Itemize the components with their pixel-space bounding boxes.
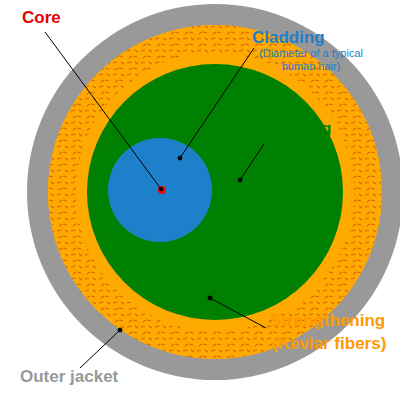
part-label: Strengthening: [270, 311, 385, 331]
strengthening-ring: [48, 25, 382, 359]
leader-line: [180, 48, 254, 158]
leader-dot: [238, 178, 242, 182]
coating: [87, 64, 343, 320]
leader-dot: [118, 328, 122, 332]
part-label: Core: [22, 8, 61, 28]
kevlar-fibers: [48, 25, 382, 359]
strengthening-inner: [76, 53, 354, 331]
leader-dot: [159, 187, 163, 191]
part-note: (Kevlar fibers): [272, 334, 386, 354]
leader-line: [45, 32, 161, 189]
leader-dot: [178, 156, 182, 160]
outer-jacket: [27, 4, 400, 380]
leader-dot: [208, 296, 212, 300]
part-label: Outer jacket: [20, 367, 118, 387]
leader-line: [240, 144, 264, 180]
leader-line: [80, 330, 120, 368]
part-label: Cladding: [252, 28, 325, 48]
cladding: [108, 138, 212, 242]
part-note: (Diameter of a typical human hair): [255, 47, 367, 72]
part-label: Coating: [268, 119, 331, 139]
leader-line: [210, 298, 266, 328]
